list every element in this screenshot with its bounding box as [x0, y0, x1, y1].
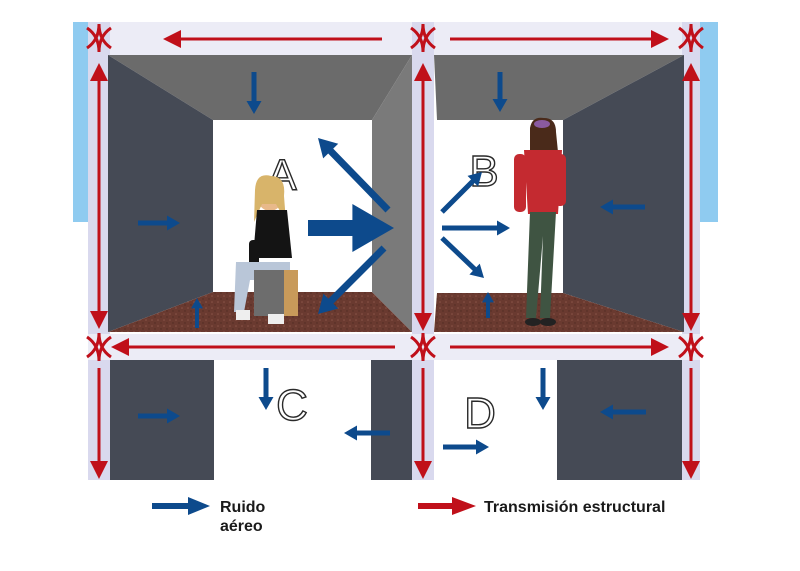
airborne-arrow-c-rightwall — [344, 425, 390, 441]
airborne-arrow-a-ceiling — [246, 72, 262, 114]
airborne-arrow-a-down — [317, 245, 387, 315]
room-label-b: B — [469, 147, 498, 196]
structural-junction-top-right — [678, 23, 704, 53]
airborne-arrow-b-floor — [482, 292, 494, 318]
airborne-arrow-a-floor — [191, 298, 203, 328]
airborne-arrow-a-up — [318, 137, 391, 213]
structural-junction-mid-left — [86, 332, 112, 362]
room-a-left-wall — [108, 55, 213, 332]
structural-junction-top-left — [86, 23, 112, 53]
legend-airborne-line1: Ruido — [220, 499, 266, 516]
legend-airborne-arrow — [152, 497, 210, 515]
legend-airborne-line2: aéreo — [220, 518, 263, 535]
airborne-arrow-b-down — [440, 236, 485, 278]
sky-right — [700, 22, 718, 222]
room-a-ceiling — [108, 55, 412, 120]
airborne-arrow-b-rightwall — [600, 199, 645, 215]
airborne-arrow-d-ceiling — [535, 368, 551, 410]
room-d-right-wall — [557, 360, 682, 480]
legend — [152, 497, 476, 515]
structural-junction-mid-center — [410, 332, 436, 362]
airborne-arrow-d-leftwall — [443, 439, 489, 455]
room-b-floor — [434, 293, 684, 332]
airborne-arrow-b-mid — [442, 220, 510, 236]
room-label-c: C — [276, 381, 308, 430]
person-standing-icon — [514, 117, 566, 326]
structural-junction-mid-right — [678, 332, 704, 362]
legend-structural-label: Transmisión estructural — [484, 499, 666, 516]
airborne-arrow-c-ceiling — [258, 368, 274, 410]
airborne-arrow-b-ceiling — [492, 72, 508, 112]
airborne-arrow-d-rightwall — [600, 404, 646, 420]
legend-structural-arrow — [418, 497, 476, 515]
person-seated-icon — [234, 175, 298, 324]
room-c-left-wall — [110, 360, 214, 480]
airborne-arrow-b-up — [440, 172, 482, 214]
airborne-arrow-a-leftwall — [138, 215, 180, 231]
legend-airborne-label: Ruido aéreo — [220, 498, 265, 536]
airborne-arrow-a-main — [308, 204, 394, 252]
airborne-noise-arrows — [138, 72, 646, 455]
structural-junction-top-center — [410, 23, 436, 53]
structural-transmission-arrows — [86, 23, 704, 479]
room-c-right-wall — [371, 360, 412, 480]
room-a-right-wall — [372, 55, 412, 332]
airborne-arrow-c-leftwall — [138, 408, 180, 424]
room-b-right-wall — [563, 55, 684, 332]
room-label-d: D — [464, 389, 496, 438]
